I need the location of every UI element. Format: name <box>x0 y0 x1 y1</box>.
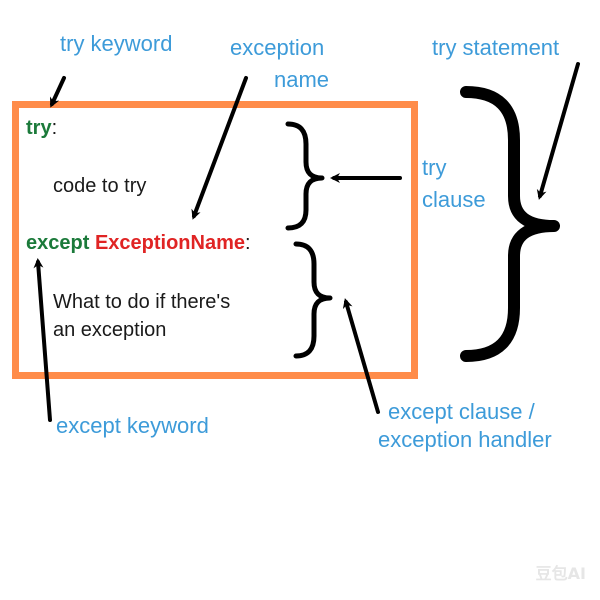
try-keyword-code: try <box>26 117 52 139</box>
except-keyword-arrow <box>33 258 52 422</box>
except-keyword-label: except keyword <box>56 413 209 438</box>
exception-name-code: ExceptionName <box>94 232 245 254</box>
except-keyword-code: except <box>26 232 90 254</box>
except-clause-label-line-2: exception handler <box>378 427 552 452</box>
code-frame <box>12 101 418 379</box>
except-clause-label-line-1: except clause / <box>388 399 535 424</box>
exception-name-label-line-1: exception <box>230 35 325 60</box>
except-clause-brace <box>293 241 333 359</box>
try-statement-label: try statement <box>432 35 560 60</box>
except-body-line-2: an exception <box>53 319 167 341</box>
try-clause-label-line-2: clause <box>422 187 486 212</box>
try-line: try: <box>26 114 57 142</box>
except-line: except ExceptionName: <box>26 229 251 257</box>
exception-name-label-line-2: name <box>274 67 330 92</box>
try-body: code to try <box>53 175 147 197</box>
except-colon: : <box>245 232 251 254</box>
try-clause-label-line-1: try <box>422 155 447 180</box>
try-colon: : <box>51 117 58 139</box>
watermark: 豆包AI <box>535 564 586 583</box>
except-clause-arrow <box>342 298 380 414</box>
try-clause-brace <box>285 121 325 231</box>
try-keyword-arrow <box>49 76 66 108</box>
try-statement-arrow <box>536 62 580 200</box>
try-keyword-label: try keyword <box>60 31 173 56</box>
except-body-line-1: What to do if there's <box>53 291 231 313</box>
try-statement-brace <box>460 86 560 362</box>
exception-name-arrow <box>191 76 248 220</box>
